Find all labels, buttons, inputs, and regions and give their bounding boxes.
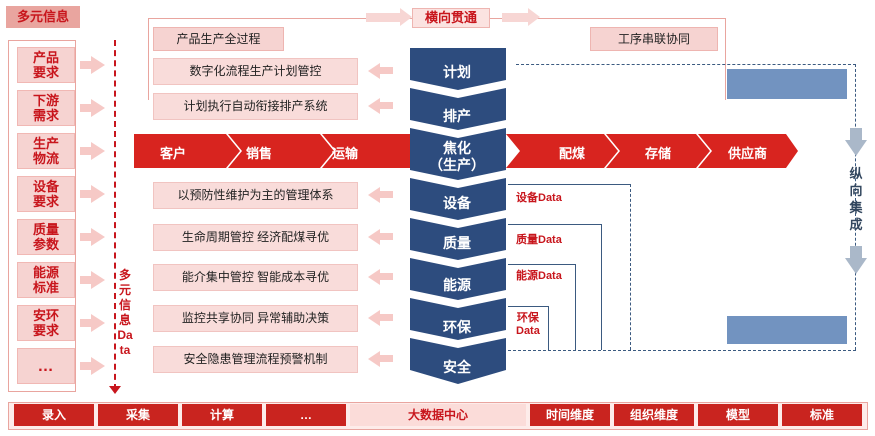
data-label-equipment: 设备Data bbox=[516, 192, 562, 204]
column-plan: 计划 bbox=[443, 64, 471, 80]
core-column bbox=[410, 48, 506, 384]
textbox-plan-control: 数字化流程生产计划管控 bbox=[153, 58, 358, 85]
textbox-lifecycle: 生命周期管控 经济配煤寻优 bbox=[153, 224, 358, 251]
vertical-integration-arrow bbox=[845, 128, 867, 274]
product-process-label: 产品生产全过程 bbox=[153, 27, 284, 51]
textbox-maintenance: 以预防性维护为主的管理体系 bbox=[153, 182, 358, 209]
data-label-quality: 质量Data bbox=[516, 234, 562, 246]
column-safety: 安全 bbox=[443, 359, 471, 375]
vertical-integration-label: 纵向集成 bbox=[849, 166, 863, 232]
multi-info-dashed-line bbox=[114, 40, 116, 390]
down-arrow-icon bbox=[109, 386, 121, 394]
info-item-equipment: 设备 要求 bbox=[17, 176, 75, 212]
info-item-logistics: 生产 物流 bbox=[17, 133, 75, 169]
column-equipment: 设备 bbox=[443, 195, 471, 211]
top-arrow-right-stem bbox=[502, 13, 530, 22]
process-band bbox=[134, 134, 798, 168]
data-label-energy: 能源Data bbox=[516, 270, 562, 282]
textbox-scheduling: 计划执行自动衔接排产系统 bbox=[153, 93, 358, 120]
textbox-energy: 能介集中管控 智能成本寻优 bbox=[153, 264, 358, 291]
bottom-cell-input: 录入 bbox=[14, 404, 94, 426]
band-supplier: 供应商 bbox=[728, 146, 768, 161]
textbox-monitoring: 监控共享协同 异常辅助决策 bbox=[153, 305, 358, 332]
band-customer: 客户 bbox=[160, 146, 187, 161]
right-top-box bbox=[727, 69, 847, 99]
horizontal-integration-label: 横向贯通 bbox=[412, 8, 490, 28]
top-arrow-left-stem bbox=[366, 13, 402, 22]
process-coordination-label: 工序串联协同 bbox=[590, 27, 718, 51]
info-item-product: 产品 要求 bbox=[17, 47, 75, 83]
data-label-environment: 环保 Data bbox=[516, 312, 540, 337]
bottom-cell-model: 模型 bbox=[698, 404, 778, 426]
bottom-cell-collect: 采集 bbox=[98, 404, 178, 426]
info-item-energy: 能源 标准 bbox=[17, 262, 75, 298]
arrow-right-icon bbox=[528, 8, 540, 26]
info-item-downstream: 下游 需求 bbox=[17, 90, 75, 126]
core-column-labels: 计划 排产 焦化 （生产） 设备 质量 能源 环保 安全 bbox=[410, 46, 504, 388]
column-coking: 焦化 （生产） bbox=[429, 140, 485, 173]
multi-info-title: 多元信息 bbox=[6, 6, 80, 28]
band-sales: 销售 bbox=[246, 146, 273, 161]
bottom-cell-org-dimension: 组织维度 bbox=[614, 404, 694, 426]
column-environment: 环保 bbox=[443, 319, 471, 335]
arrow-right-icon bbox=[400, 8, 412, 26]
multi-info-vertical-label: 多元信息 Data bbox=[117, 268, 133, 357]
bottom-cell-time-dimension: 时间维度 bbox=[530, 404, 610, 426]
bottom-cell-standard: 标准 bbox=[782, 404, 862, 426]
info-item-safety: 安环 要求 bbox=[17, 305, 75, 341]
info-item-more: … bbox=[17, 348, 75, 384]
band-coal-blending: 配煤 bbox=[559, 146, 586, 161]
right-bottom-box bbox=[727, 316, 847, 344]
info-item-quality: 质量 参数 bbox=[17, 219, 75, 255]
column-quality: 质量 bbox=[443, 235, 471, 251]
multi-info-frame: 产品 要求 下游 需求 生产 物流 设备 要求 质量 参数 能源 标准 安环 要… bbox=[8, 40, 76, 392]
textbox-safety: 安全隐患管理流程预警机制 bbox=[153, 346, 358, 373]
band-storage: 存储 bbox=[645, 146, 672, 161]
bottom-cell-more: … bbox=[266, 404, 346, 426]
column-scheduling: 排产 bbox=[443, 108, 471, 124]
bottom-cell-big-data-center: 大数据中心 bbox=[350, 404, 526, 426]
column-energy: 能源 bbox=[443, 277, 471, 293]
band-transport: 运输 bbox=[332, 146, 359, 161]
bottom-cell-compute: 计算 bbox=[182, 404, 262, 426]
